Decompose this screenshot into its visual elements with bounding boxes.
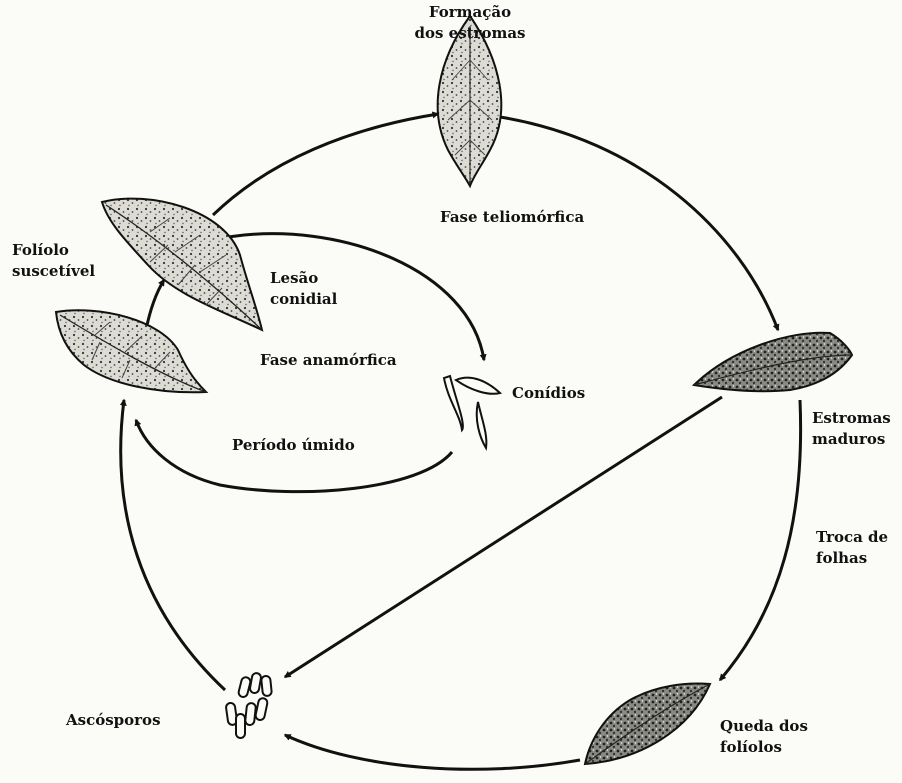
leaf-mature-stromata-icon (694, 333, 852, 391)
label-anamorphic-phase: Fase anamórfica (260, 350, 397, 371)
conidia-icon (444, 376, 500, 448)
label-susceptible-line2: suscetível (12, 261, 95, 282)
arc-fall-to-ascospores (285, 735, 580, 769)
label-susceptible-line1: Folíolo (12, 240, 95, 261)
arc-leaflet-to-leaflet (146, 280, 164, 330)
arc-mature-to-fall (720, 400, 801, 680)
label-ascospores: Ascósporos (66, 710, 161, 731)
label-leaflet-fall-line2: folíolos (720, 737, 808, 758)
label-mature-stromata: Estromas maduros (812, 408, 891, 450)
label-susceptible-leaflet: Folíolo suscetível (12, 240, 95, 282)
label-conidial-lesion-line1: Lesão (270, 268, 337, 289)
label-stroma-formation-line2: dos estromas (410, 23, 530, 44)
label-leaf-change: Troca de folhas (816, 527, 888, 569)
leaf-conidial-lesion-icon (102, 199, 262, 330)
label-mature-line1: Estromas (812, 408, 891, 429)
label-mature-line2: maduros (812, 429, 891, 450)
label-leaflet-fall: Queda dos folíolos (720, 716, 808, 758)
leaf-susceptible-icon (56, 310, 206, 392)
label-leaf-change-line1: Troca de (816, 527, 888, 548)
label-conidial-lesion: Lesão conidial (270, 268, 337, 310)
label-wet-period: Período úmido (232, 435, 355, 456)
ascospores-icon (226, 672, 273, 738)
label-conidial-lesion-line2: conidial (270, 289, 337, 310)
arc-susceptible-to-stroma (213, 114, 438, 215)
label-stroma-formation: Formação dos estromas (410, 2, 530, 44)
label-teliomorphic-phase: Fase teliomórfica (440, 207, 584, 228)
label-conidia: Conídios (512, 383, 585, 404)
arc-ascospores-to-susceptible (121, 400, 225, 690)
leaf-falling-icon (585, 684, 710, 764)
label-leaf-change-line2: folhas (816, 548, 888, 569)
label-leaflet-fall-line1: Queda dos (720, 716, 808, 737)
label-stroma-formation-line1: Formação (410, 2, 530, 23)
arc-lesion-to-conidia (228, 234, 484, 360)
